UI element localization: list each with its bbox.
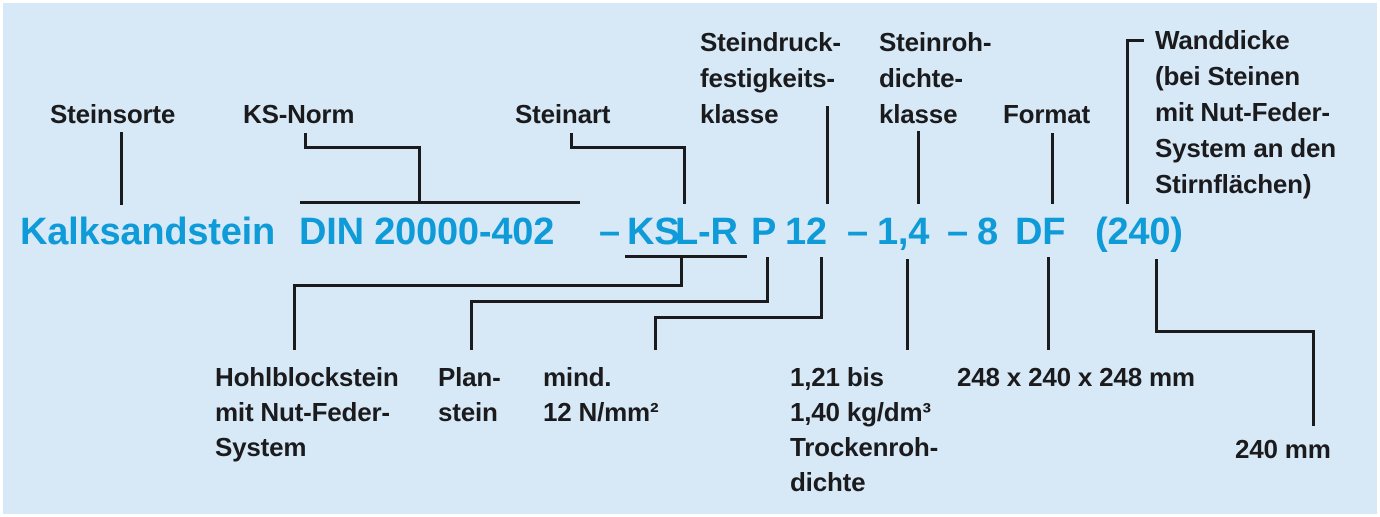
connector-steinart-drop — [570, 133, 573, 149]
designation-df: DF — [1015, 211, 1066, 253]
connector-hohlblockstein-across — [293, 284, 683, 287]
label-format-wert: 248 x 240 x 248 mm — [957, 362, 1195, 392]
connector-druckfestigkeitsklasse — [826, 106, 829, 204]
connector-steinart-down — [683, 146, 686, 204]
connector-steinart-across — [570, 146, 686, 149]
connector-wanddicke-tick — [1126, 39, 1144, 42]
connector-steinsorte — [120, 132, 123, 205]
label-format: Format — [1003, 99, 1090, 129]
label-rohdichte-wert: 1,21 bis 1,40 kg/dm³ Trockenroh- dichte — [790, 362, 939, 497]
connector-mindestdruck-across — [654, 316, 823, 319]
connector-hohlblockstein-drop — [680, 255, 683, 287]
connector-rohdichte-wert — [906, 259, 909, 350]
designation-dash-2: – — [847, 211, 868, 253]
label-steinart: Steinart — [515, 99, 611, 129]
connector-ks-norm-drop — [304, 133, 307, 149]
designation-p: P — [751, 211, 777, 253]
label-steinsorte: Steinsorte — [50, 99, 176, 129]
diagram-background — [3, 3, 1377, 514]
label-hohlblockstein: Hohlblockstein mit Nut-Feder- System — [215, 362, 399, 462]
connector-ks-lr-underline — [625, 255, 747, 258]
connector-ks-norm-down — [418, 146, 421, 204]
connector-planstein-across — [470, 300, 769, 303]
label-planstein: Plan- stein — [438, 362, 501, 427]
designation-12: 12 — [785, 211, 827, 253]
connector-ks-norm-across — [304, 146, 421, 149]
connector-wanddicke-wert-down — [1312, 330, 1315, 426]
label-wanddicke-wert: 240 mm — [1235, 434, 1331, 464]
label-druckfestigkeit-wert: mind. 12 N/mm² — [543, 362, 659, 427]
designation-ks: KS — [627, 211, 680, 253]
connector-mindestdruck-drop — [820, 257, 823, 319]
connector-wanddicke-down — [1126, 39, 1129, 204]
designation-1-4: 1,4 — [877, 211, 930, 253]
connector-hohlblockstein-down — [293, 284, 296, 350]
designation-l-r: L-R — [675, 211, 738, 253]
connector-rohdichteklasse — [917, 131, 920, 204]
label-druckfestigkeitsklasse: Steindruck- festigkeits- klasse — [700, 27, 841, 129]
designation-240: (240) — [1095, 211, 1183, 253]
connector-planstein-down — [470, 300, 473, 350]
label-ks-norm: KS-Norm — [243, 99, 355, 129]
connector-format-wert — [1047, 257, 1050, 350]
designation-din-norm: DIN 20000-402 — [299, 211, 555, 253]
connector-mindestdruck-down — [654, 316, 657, 350]
connector-wanddicke-wert-drop — [1155, 259, 1158, 333]
connector-ks-norm-underline — [300, 201, 580, 204]
designation-dash-1: – — [599, 211, 620, 253]
designation-kalksandstein: Kalksandstein — [20, 211, 276, 253]
connector-format — [1051, 133, 1054, 204]
connector-wanddicke-wert-across — [1155, 330, 1315, 333]
label-rohdichteklasse: Steinroh- dichte- klasse — [879, 27, 992, 129]
designation-8: 8 — [977, 211, 998, 253]
connector-planstein-drop — [766, 257, 769, 303]
label-wanddicke: Wanddicke (bei Steinen mit Nut-Feder- Sy… — [1155, 25, 1336, 199]
designation-dash-3: – — [947, 211, 968, 253]
